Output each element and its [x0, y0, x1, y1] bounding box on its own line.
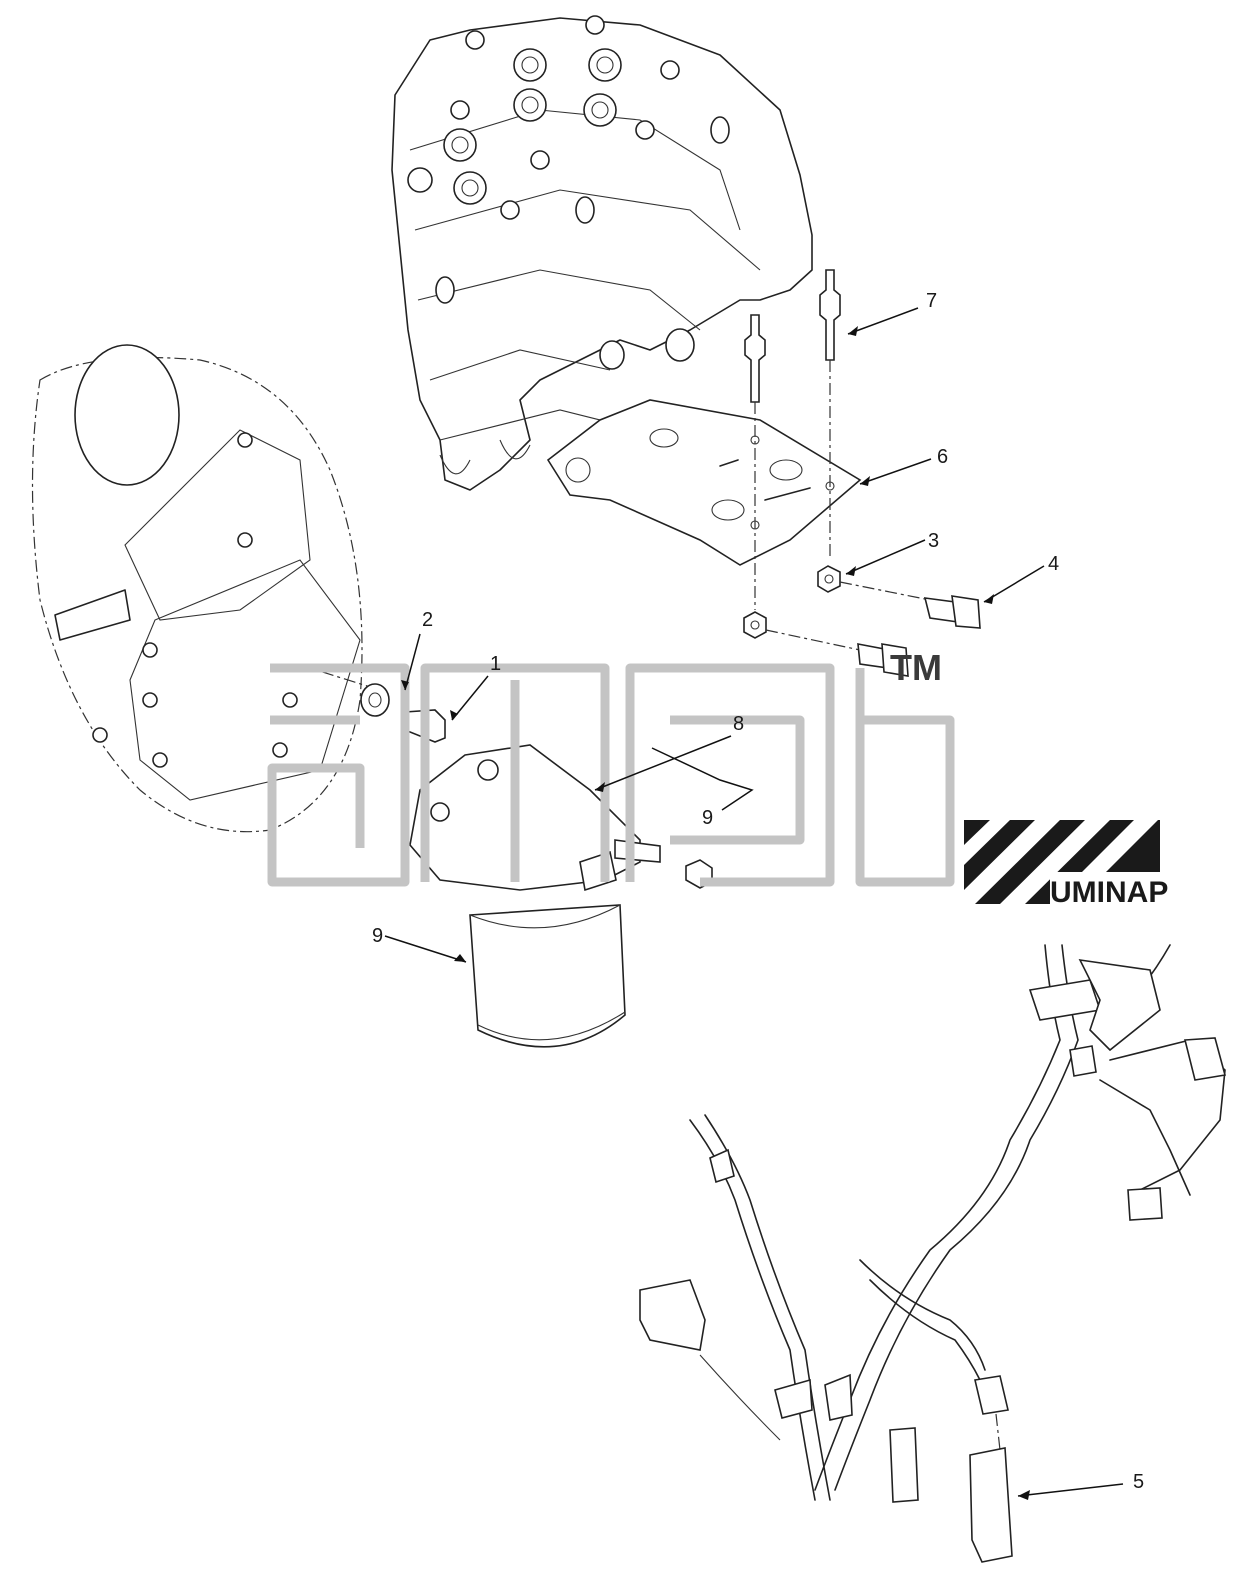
valve-springs [407, 15, 680, 220]
callout-9-upper: 9 [702, 807, 713, 829]
wiring-harness [639, 944, 1227, 1563]
callout-6: 6 [937, 446, 948, 468]
mounting-bracket [546, 399, 862, 566]
callout-5: 5 [1133, 1471, 1144, 1493]
flywheel-housing [31, 344, 381, 833]
leader-lines [384, 307, 1124, 1500]
studs [744, 269, 841, 610]
callout-labels: 7 6 3 4 2 1 8 9 9 5 [372, 290, 1144, 1493]
nuts-and-bolts [743, 565, 981, 677]
watermark-badge: UMINAP [964, 820, 1168, 909]
cylinder-head-assembly [391, 15, 813, 491]
callout-1: 1 [490, 653, 501, 675]
callout-8: 8 [733, 713, 744, 735]
callout-9-lower: 9 [372, 925, 383, 947]
callout-2: 2 [422, 609, 433, 631]
callout-3: 3 [928, 530, 939, 552]
watermark-letters [267, 663, 955, 887]
callout-4: 4 [1048, 553, 1059, 575]
watermark: TM UMINAP [267, 647, 1168, 909]
watermark-badge-text: UMINAP [1050, 876, 1168, 909]
callout-7: 7 [926, 290, 937, 312]
watermark-trademark: TM [890, 647, 942, 688]
fuel-filter-assembly [360, 683, 713, 1048]
